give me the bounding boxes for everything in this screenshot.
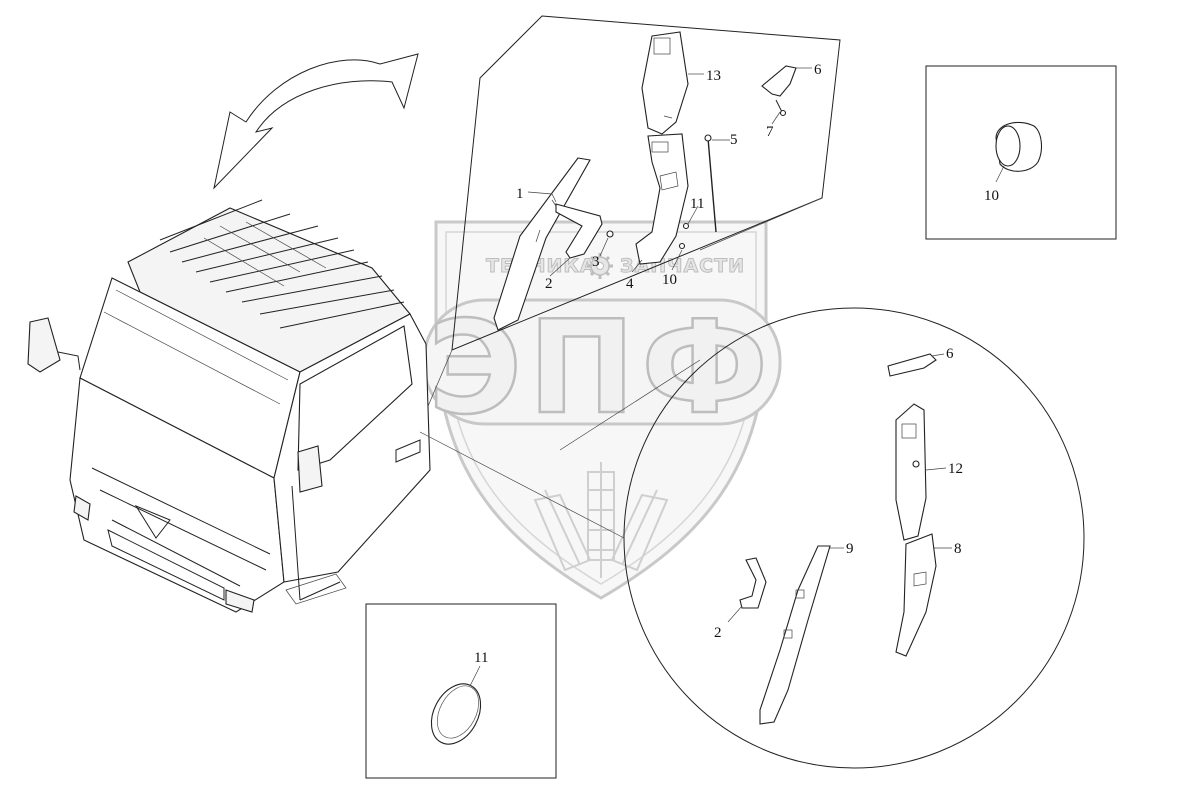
trim-panel-detail-part-12	[895, 403, 927, 541]
callout-circle-6: 6	[946, 346, 954, 362]
handle-detail-part-6	[887, 353, 937, 377]
callout-2: 2	[545, 276, 553, 292]
callout-circle-2: 2	[714, 625, 722, 641]
callout-11: 11	[690, 196, 704, 212]
exploded-view-frame	[451, 15, 841, 351]
rotate-arrow-icon	[213, 53, 419, 190]
watermark: ТЕХНИКА ЗАПЧАСТИ ЭПФ	[422, 220, 782, 600]
inset-box-part-11: 11	[365, 603, 557, 779]
callout-4: 4	[626, 276, 634, 292]
callout-inset-10: 10	[984, 188, 999, 204]
callout-13: 13	[706, 68, 721, 84]
trim-panel-part-4	[635, 133, 689, 265]
clip-part-11	[682, 222, 690, 230]
callout-10: 10	[662, 272, 677, 288]
bolt-part-7	[775, 99, 783, 113]
gear-icon	[587, 253, 613, 279]
watermark-logo: ЭПФ	[428, 294, 774, 443]
watermark-wheat-emblem	[533, 462, 669, 578]
upper-callouts: 1 2 3 4 10 11 5 13 6 7	[516, 62, 822, 292]
inset-box-part-10: 10	[925, 65, 1117, 240]
callout-circle-12: 12	[948, 461, 963, 477]
trim-panel-detail-part-8	[895, 533, 937, 657]
side-mirror	[27, 317, 61, 373]
trim-panel-part-13	[641, 31, 689, 135]
grab-handle-detail-part-2	[739, 557, 767, 609]
washer-detail-part-10	[995, 121, 1043, 172]
pillar-trim-part-1	[493, 157, 591, 331]
callout-6: 6	[814, 62, 822, 78]
detail-circle	[419, 307, 1085, 769]
callout-inset-11: 11	[474, 650, 488, 666]
truck-cab	[27, 199, 431, 613]
callout-3: 3	[592, 254, 600, 270]
screw-part-3	[606, 230, 614, 238]
pillar-trim-detail-part-9	[759, 545, 831, 725]
rod-part-5	[707, 137, 717, 233]
upper-parts	[493, 31, 812, 331]
callout-1: 1	[516, 186, 524, 202]
callout-circle-9: 9	[846, 541, 854, 557]
watermark-subtitle-left: ТЕХНИКА	[486, 255, 596, 277]
circle-callouts: 6 12 8 9 2	[714, 346, 963, 641]
clip-detail-part-11	[430, 683, 482, 745]
washer-part-10	[678, 242, 686, 250]
callout-7: 7	[766, 124, 774, 140]
bracket-part-6	[761, 65, 797, 97]
callout-5: 5	[730, 132, 738, 148]
callout-circle-8: 8	[954, 541, 962, 557]
